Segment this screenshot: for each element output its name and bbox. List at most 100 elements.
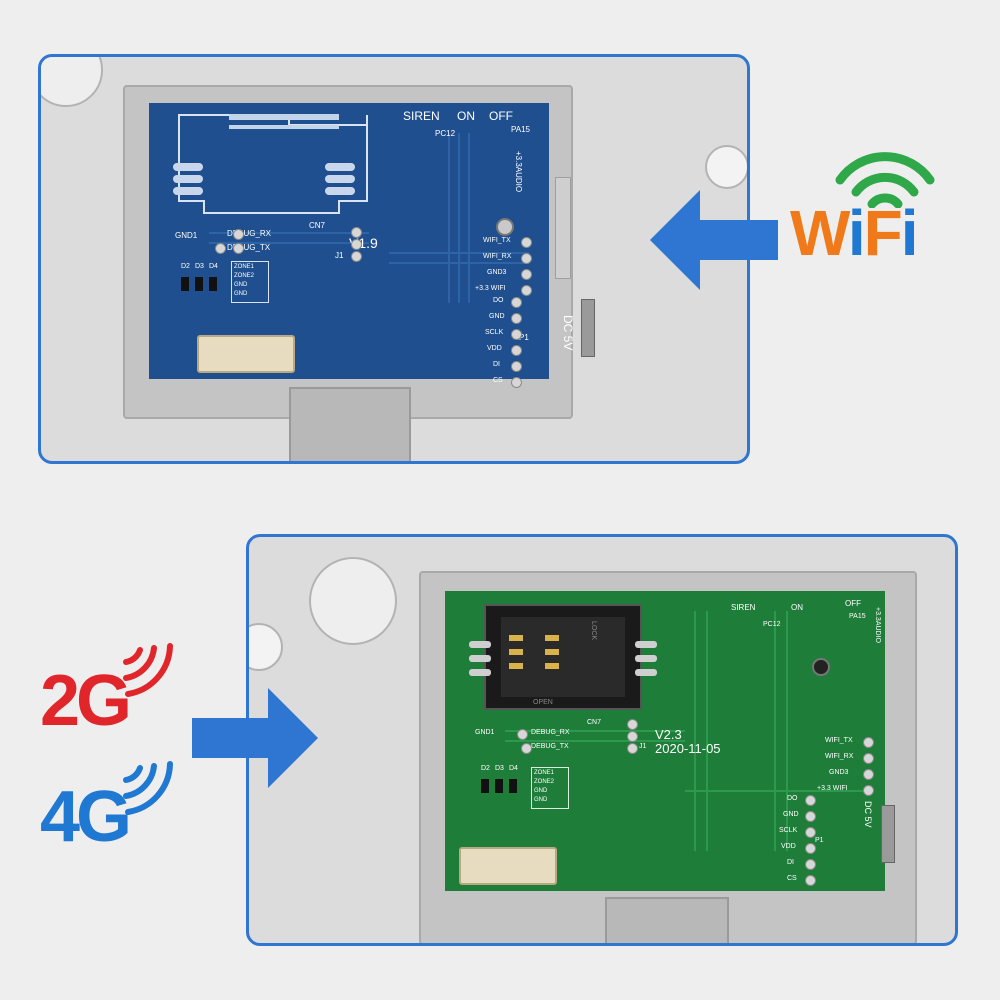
wifi-logo-letter: i (847, 197, 866, 269)
pin (517, 729, 528, 740)
diode (195, 277, 203, 291)
siren-label: SIREN (731, 603, 756, 612)
2g-badge: 2G (40, 661, 132, 741)
pin (351, 251, 362, 262)
wifi-pin-label: WIFI_RX (483, 253, 512, 260)
4g-badge: 4G (40, 777, 132, 857)
mounting-hole (309, 557, 397, 645)
net-label: GND (234, 291, 248, 297)
wifi-pin-label: +3.3 WIFI (817, 785, 848, 792)
pcb-traces (469, 604, 865, 851)
pin (805, 811, 816, 822)
diode (495, 779, 503, 793)
p1-label: P1 (815, 837, 824, 844)
j1-label: J1 (335, 251, 344, 260)
four-pin-connector (459, 847, 557, 885)
wifi-pin-label: GND3 (829, 769, 849, 776)
pin (511, 313, 522, 324)
audio-label: +3.3AUDIO (514, 151, 523, 193)
pin (521, 237, 532, 248)
dc-jack (881, 805, 895, 863)
pin (863, 737, 874, 748)
pin (521, 743, 532, 754)
mounting-hole (249, 623, 283, 671)
gnd1-label: GND1 (175, 231, 198, 240)
pin (511, 377, 522, 388)
off-label: OFF (845, 599, 861, 608)
diode-label: D2 (181, 263, 190, 270)
on-label: ON (791, 603, 803, 612)
spi-pin-label: GND (489, 313, 505, 320)
pin (863, 785, 874, 796)
pin (805, 843, 816, 854)
pc12-label: PC12 (435, 129, 456, 138)
debug-tx-label: DEBUG_TX (227, 243, 271, 252)
wifi-waves-icon (835, 152, 935, 208)
spi-pin-label: SCLK (485, 329, 504, 336)
j1-label: J1 (639, 743, 647, 750)
housing-slot (289, 387, 411, 461)
board-date-label: 2020-11-05 (655, 741, 721, 756)
diode-label: D4 (209, 263, 218, 270)
debug-rx-label: DEBUG_RX (531, 729, 570, 736)
spi-pin-label: SCLK (779, 827, 798, 834)
wifi-logo-letter: F (863, 197, 903, 269)
housing-slot (605, 897, 729, 943)
audio-label: +3.3AUDIO (874, 607, 881, 643)
sim-open-label: OPEN (533, 699, 553, 706)
spi-pin-label: DO (787, 795, 798, 802)
diode (181, 277, 189, 291)
gnd1-label: GND1 (475, 729, 495, 736)
p1-label: P1 (519, 333, 529, 342)
arrow-left-icon (650, 190, 778, 290)
diode-label: D4 (509, 765, 518, 772)
pin (805, 859, 816, 870)
pin (511, 345, 522, 356)
net-label: ZONE2 (234, 273, 255, 279)
board-version-label: V2.3 (655, 727, 682, 742)
zone-net-labels: ZONE1 ZONE2 GND GND (231, 261, 269, 303)
spi-pin-label: CS (493, 377, 503, 384)
diode-label: D3 (495, 765, 504, 772)
pa15-label: PA15 (511, 125, 530, 134)
spi-pin-label: CS (787, 875, 797, 882)
cn7-label: CN7 (309, 221, 326, 230)
pin (521, 285, 532, 296)
dc5v-label: DC 5V (863, 801, 873, 828)
pin (805, 827, 816, 838)
wifi-logo-letter: i (900, 197, 919, 269)
wifi-pin-label: GND3 (487, 269, 507, 276)
pin (511, 297, 522, 308)
dc5v-label: DC 5V (561, 315, 575, 351)
pin (351, 227, 362, 238)
wifi-board-photo-frame: V1.9 SIREN ON OFF PC12 PA15 +3.3AUDIO CN… (38, 54, 750, 464)
pin (627, 731, 638, 742)
pcb-board-green: OPEN LOCK V2.3 2020-11-05 SIREN ON OFF P… (445, 591, 895, 891)
diode (209, 277, 217, 291)
dc-jack (581, 299, 595, 357)
pin (863, 769, 874, 780)
pin (521, 269, 532, 280)
siren-label: SIREN (403, 109, 440, 123)
pin (215, 243, 226, 254)
signal-waves-icon (123, 643, 173, 697)
diode (509, 779, 517, 793)
pin (805, 875, 816, 886)
debug-rx-label: DEBUG_RX (227, 229, 272, 238)
spi-pin-label: GND (783, 811, 799, 818)
zone-net-labels: ZONE1 ZONE2 GND GND (531, 767, 569, 809)
net-label: GND (534, 788, 548, 794)
pin (233, 229, 244, 240)
four-pin-connector (197, 335, 295, 373)
debug-tx-label: DEBUG_TX (531, 743, 569, 750)
pin (511, 361, 522, 372)
on-label: ON (457, 109, 475, 123)
pcb-traces (173, 114, 529, 303)
mounting-hole (705, 145, 747, 189)
pin (805, 795, 816, 806)
pin (627, 743, 638, 754)
wifi-pin-label: WIFI_TX (483, 237, 511, 244)
cellular-board-photo-frame: OPEN LOCK V2.3 2020-11-05 SIREN ON OFF P… (246, 534, 958, 946)
pin (233, 243, 244, 254)
spi-pin-label: VDD (487, 345, 502, 352)
